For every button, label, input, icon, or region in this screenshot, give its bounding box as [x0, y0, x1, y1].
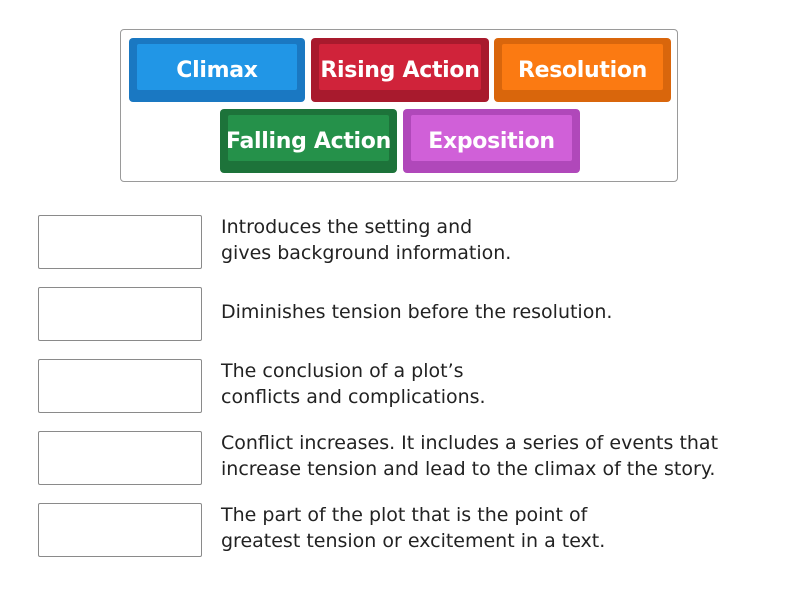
tile-resolution[interactable]: Resolution — [494, 38, 671, 102]
drop-slot-4[interactable] — [38, 431, 202, 485]
drop-slot-1[interactable] — [38, 215, 202, 269]
description-4: Conflict increases. It includes a series… — [221, 432, 719, 480]
description-2: Diminishes tension before the resolution… — [221, 301, 613, 323]
drop-slot-5[interactable] — [38, 503, 202, 557]
description-1: Introduces the setting and gives backgro… — [221, 216, 512, 264]
tile-climax[interactable]: Climax — [129, 38, 305, 102]
drop-slot-3[interactable] — [38, 359, 202, 413]
description-5: The part of the plot that is the point o… — [221, 504, 606, 552]
tile-falling-action[interactable]: Falling Action — [220, 109, 397, 173]
tile-rising-action[interactable]: Rising Action — [311, 38, 489, 102]
tile-exposition[interactable]: Exposition — [403, 109, 580, 173]
description-3: The conclusion of a plot’s conflicts and… — [221, 360, 486, 408]
drop-slot-2[interactable] — [38, 287, 202, 341]
answer-bank — [120, 29, 678, 182]
